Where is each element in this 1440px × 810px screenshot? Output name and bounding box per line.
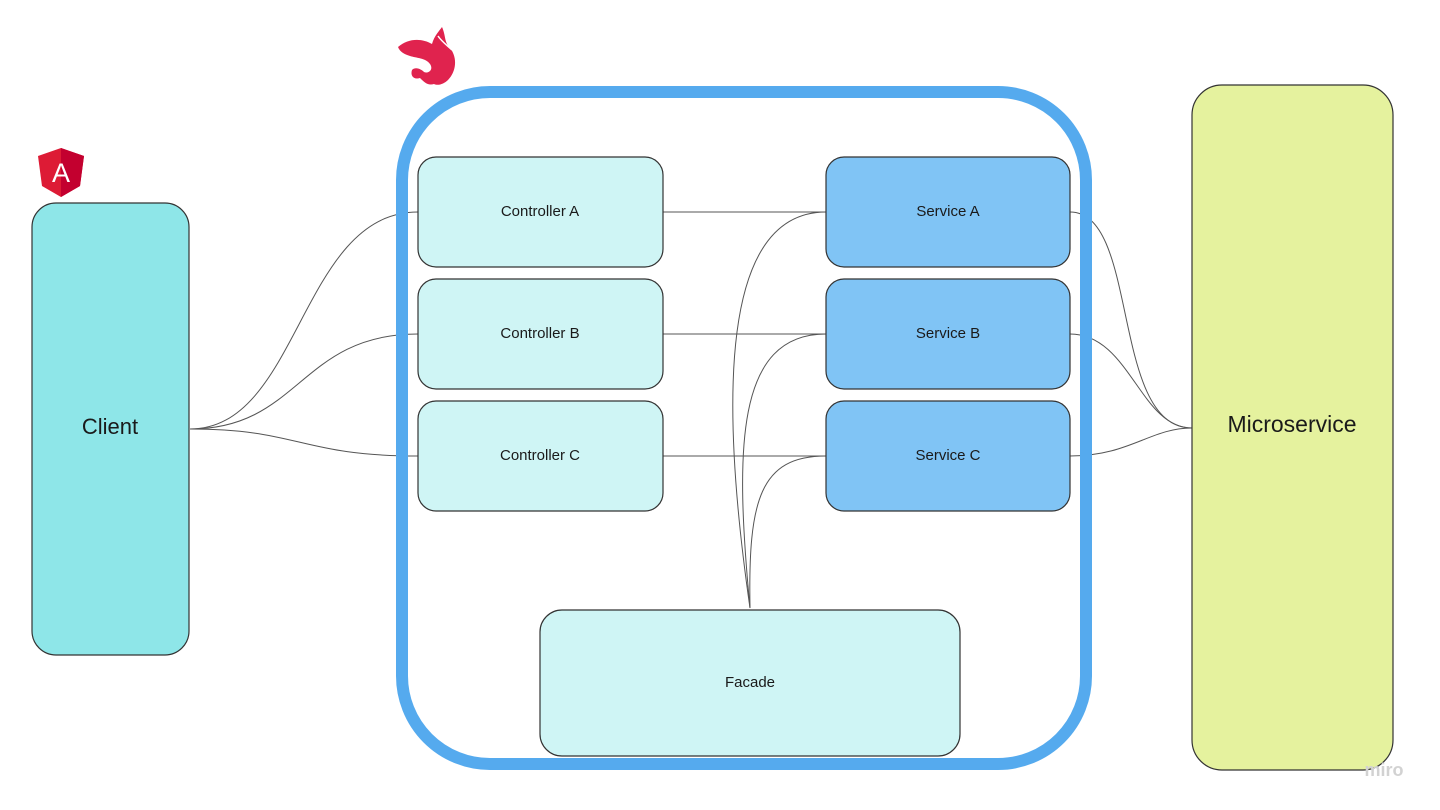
service-c-label: Service C [915,447,980,464]
controller-a-label: Controller A [501,203,579,220]
controller-a-node[interactable]: Controller A [417,156,664,268]
client-node[interactable]: Client [31,202,190,656]
service-b-label: Service B [916,325,980,342]
service-c-node[interactable]: Service C [825,400,1071,512]
connector-service-a-microservice [1069,211,1193,429]
service-a-label: Service A [916,203,979,220]
nestjs-logo-icon [398,27,456,85]
connector-client-controller-a [189,211,419,430]
connector-client-controller-b [189,333,419,430]
controller-b-node[interactable]: Controller B [417,278,664,390]
controller-c-node[interactable]: Controller C [417,400,664,512]
connector-client-controller-c [189,428,419,457]
microservice-node[interactable]: Microservice [1191,84,1394,771]
service-a-node[interactable]: Service A [825,156,1071,268]
controller-b-label: Controller B [500,325,579,342]
miro-watermark: miro [1364,760,1403,780]
facade-node[interactable]: Facade [539,609,961,757]
angular-logo-icon: A [38,148,84,197]
nest-app-frame [396,86,1092,770]
microservice-label: Microservice [1227,411,1356,437]
service-b-node[interactable]: Service B [825,278,1071,390]
connector-facade-service-a [732,211,827,609]
connector-facade-service-b [742,333,827,609]
client-label: Client [82,414,138,439]
angular-logo-letter: A [52,158,70,188]
connector-facade-service-c [749,455,827,609]
facade-label: Facade [725,674,775,691]
controller-c-label: Controller C [500,447,580,464]
